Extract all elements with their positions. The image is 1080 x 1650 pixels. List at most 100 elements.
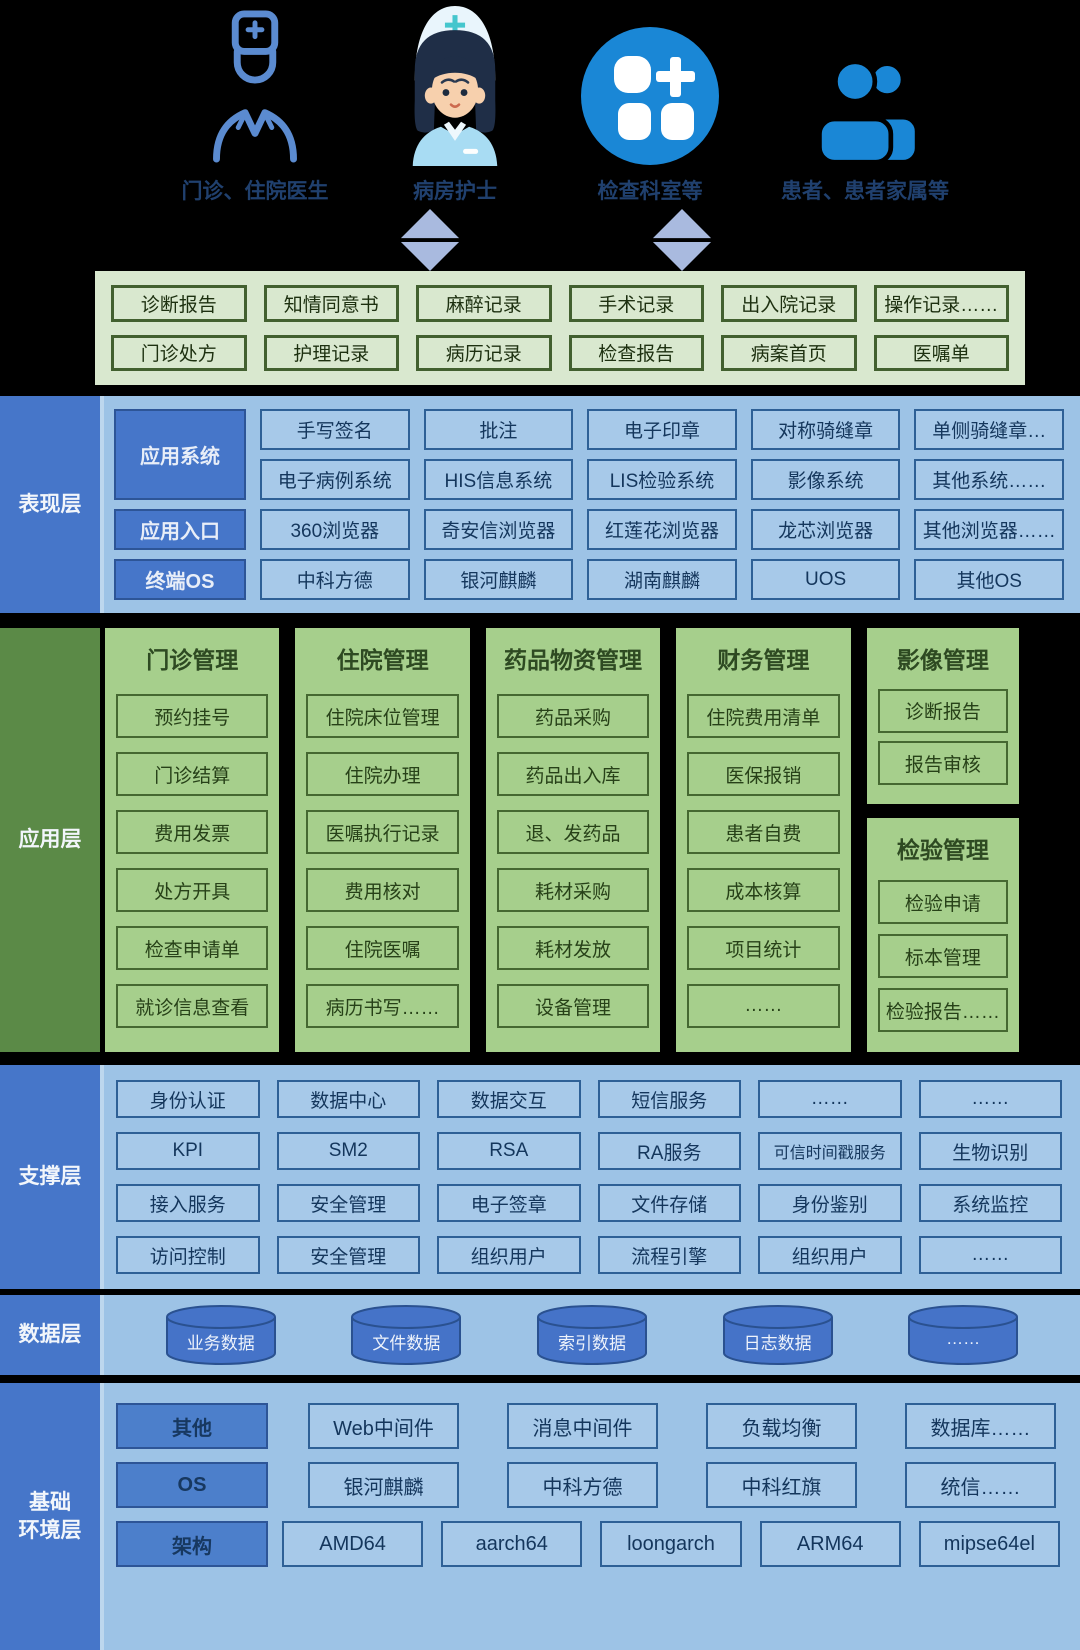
group-label-app-systems: 应用系统: [114, 409, 246, 500]
app-item: 住院医嘱: [306, 926, 459, 970]
doc-box: 门诊处方: [111, 334, 247, 371]
support-layer-title: 支撑层: [0, 1065, 100, 1289]
app-column-inpatient: 住院管理 住院床位管理 住院办理 医嘱执行记录 费用核对 住院医嘱 病历书写……: [295, 628, 470, 1052]
app-column-title: 药品物资管理: [504, 647, 643, 673]
app-item: 成本核算: [687, 868, 840, 912]
app-block-lab: 检验管理 检验申请 标本管理 检验报告……: [866, 818, 1020, 1052]
support-cell: 流程引擎: [597, 1236, 741, 1274]
support-cell: ……: [758, 1080, 902, 1118]
doc-box: 手术记录: [568, 285, 704, 322]
pres-cell: 其他OS: [914, 559, 1064, 600]
data-layer: 数据层 业务数据 文件数据 索引: [0, 1295, 1080, 1375]
pres-cell: 龙芯浏览器: [750, 509, 901, 550]
support-cell: SM2: [276, 1132, 420, 1170]
pres-cell: 单侧骑缝章…: [914, 409, 1064, 450]
database-label: 日志数据: [743, 1334, 812, 1353]
app-item: 住院床位管理: [306, 694, 459, 738]
infra-row-arch: 架构 AMD64 aarch64 loongarch ARM64 mipse64…: [116, 1521, 1064, 1567]
pres-cell: 手写签名: [260, 409, 410, 450]
infra-item: 数据库……: [905, 1403, 1056, 1449]
database-cylinder: 文件数据: [345, 1303, 467, 1367]
database-label: ……: [946, 1329, 981, 1348]
application-layer-title: 应用层: [0, 628, 100, 1052]
app-item: 医保报销: [687, 752, 840, 796]
app-item: 门诊结算: [116, 752, 269, 796]
infra-item: 银河麒麟: [308, 1462, 459, 1508]
actor-doctor-label: 门诊、住院医生: [181, 180, 329, 203]
app-item: 处方开具: [116, 868, 269, 912]
app-column-outpatient: 门诊管理 预约挂号 门诊结算 费用发票 处方开具 检查申请单 就诊信息查看: [105, 628, 280, 1052]
pres-cell: 批注: [423, 409, 574, 450]
support-cell: 生物识别: [918, 1132, 1062, 1170]
app-item: 耗材发放: [496, 926, 650, 970]
app-item: 费用发票: [116, 810, 269, 854]
infra-item: ARM64: [759, 1521, 901, 1567]
documents-panel: 诊断报告 知情同意书 麻醉记录 手术记录 出入院记录 操作记录…… 门诊处方 护…: [95, 271, 1025, 385]
app-item: 医嘱执行记录: [306, 810, 459, 854]
support-cell: 身份认证: [116, 1080, 260, 1118]
app-item: 项目统计: [687, 926, 840, 970]
app-item: 检查申请单: [116, 926, 269, 970]
updown-arrow: [400, 209, 460, 271]
infrastructure-layer-body: 其他 Web中间件 消息中间件 负载均衡 数据库…… OS 银河麒麟 中科方德 …: [100, 1383, 1080, 1650]
nurse-icon: [399, 0, 511, 166]
app-item: 就诊信息查看: [116, 984, 269, 1028]
application-layer: 应用层 门诊管理 预约挂号 门诊结算 费用发票 处方开具 检查申请单 就诊信息查…: [0, 628, 1080, 1052]
infra-item: aarch64: [441, 1521, 583, 1567]
app-column-pharmacy: 药品物资管理 药品采购 药品出入库 退、发药品 耗材采购 耗材发放 设备管理: [485, 628, 661, 1052]
actor-department: 检查科室等: [565, 0, 735, 205]
app-column-imaging-lab: 影像管理 诊断报告 报告审核 检验管理 检验申请 标本管理 检验报告……: [866, 628, 1020, 1052]
infrastructure-layer: 基础 环境层 其他 Web中间件 消息中间件 负载均衡 数据库…… OS 银河麒…: [0, 1383, 1080, 1650]
presentation-layer-body: 应用系统 手写签名 批注 电子印章 对称骑缝章 单侧骑缝章… 电子病例系统 HI…: [100, 396, 1080, 613]
app-item: 耗材采购: [496, 868, 650, 912]
app-column-title: 财务管理: [717, 647, 810, 673]
support-layer-body: 身份认证 数据中心 数据交互 短信服务 …… …… KPI SM2 RSA RA…: [100, 1065, 1080, 1289]
pres-cell: 银河麒麟: [423, 559, 574, 600]
support-cell: 身份鉴别: [758, 1184, 902, 1222]
actor-patients-label: 患者、患者家属等: [781, 180, 949, 203]
app-item: 药品采购: [496, 694, 650, 738]
app-item: 预约挂号: [116, 694, 269, 738]
group-label-terminal-os: 终端OS: [114, 559, 246, 600]
doc-box: 出入院记录: [721, 285, 857, 322]
support-layer: 支撑层 身份认证 数据中心 数据交互 短信服务 …… …… KPI SM2 RS…: [0, 1065, 1080, 1289]
pres-cell: 其他浏览器……: [914, 509, 1064, 550]
infra-item: 消息中间件: [507, 1403, 658, 1449]
database-cylinder: 业务数据: [160, 1303, 282, 1367]
doc-box: 病历记录: [416, 334, 552, 371]
app-item: 药品出入库: [496, 752, 650, 796]
presentation-layer-title: 表现层: [0, 396, 100, 613]
support-cell: 安全管理: [276, 1184, 420, 1222]
pres-cell: 奇安信浏览器: [423, 509, 574, 550]
app-item: 检验报告……: [877, 988, 1009, 1032]
app-item: 病历书写……: [306, 984, 459, 1028]
support-cell: ……: [918, 1080, 1062, 1118]
support-cell: 组织用户: [758, 1236, 902, 1274]
support-cell: 文件存储: [597, 1184, 741, 1222]
database-label: 业务数据: [186, 1334, 255, 1353]
pres-cell: 其他系统……: [914, 459, 1064, 500]
infra-item: 中科红旗: [706, 1462, 857, 1508]
doc-box: 检查报告: [568, 334, 704, 371]
app-block-imaging: 影像管理 诊断报告 报告审核: [866, 628, 1020, 804]
pres-cell: 对称骑缝章: [750, 409, 901, 450]
app-column-title: 住院管理: [336, 647, 429, 673]
data-layer-title: 数据层: [0, 1295, 100, 1375]
infra-row-label: OS: [116, 1462, 268, 1508]
doc-box: 麻醉记录: [416, 285, 552, 322]
actor-nurse-label: 病房护士: [413, 180, 497, 203]
presentation-layer: 表现层 应用系统 手写签名 批注 电子印章 对称骑缝章 单侧骑缝章… 电子病例系…: [0, 396, 1080, 613]
support-cell: ……: [918, 1236, 1062, 1274]
support-cell: RSA: [437, 1132, 581, 1170]
pres-cell: 红莲花浏览器: [587, 509, 737, 550]
infra-row-label: 其他: [116, 1403, 268, 1449]
pres-cell: 中科方德: [260, 559, 410, 600]
app-item: ……: [687, 984, 840, 1028]
infra-item: loongarch: [600, 1521, 742, 1567]
support-cell: 数据中心: [276, 1080, 420, 1118]
pres-cell: 360浏览器: [260, 509, 410, 550]
doc-box: 知情同意书: [263, 285, 399, 322]
database-cylinder: 日志数据: [717, 1303, 839, 1367]
infra-row-label: 架构: [116, 1521, 268, 1567]
